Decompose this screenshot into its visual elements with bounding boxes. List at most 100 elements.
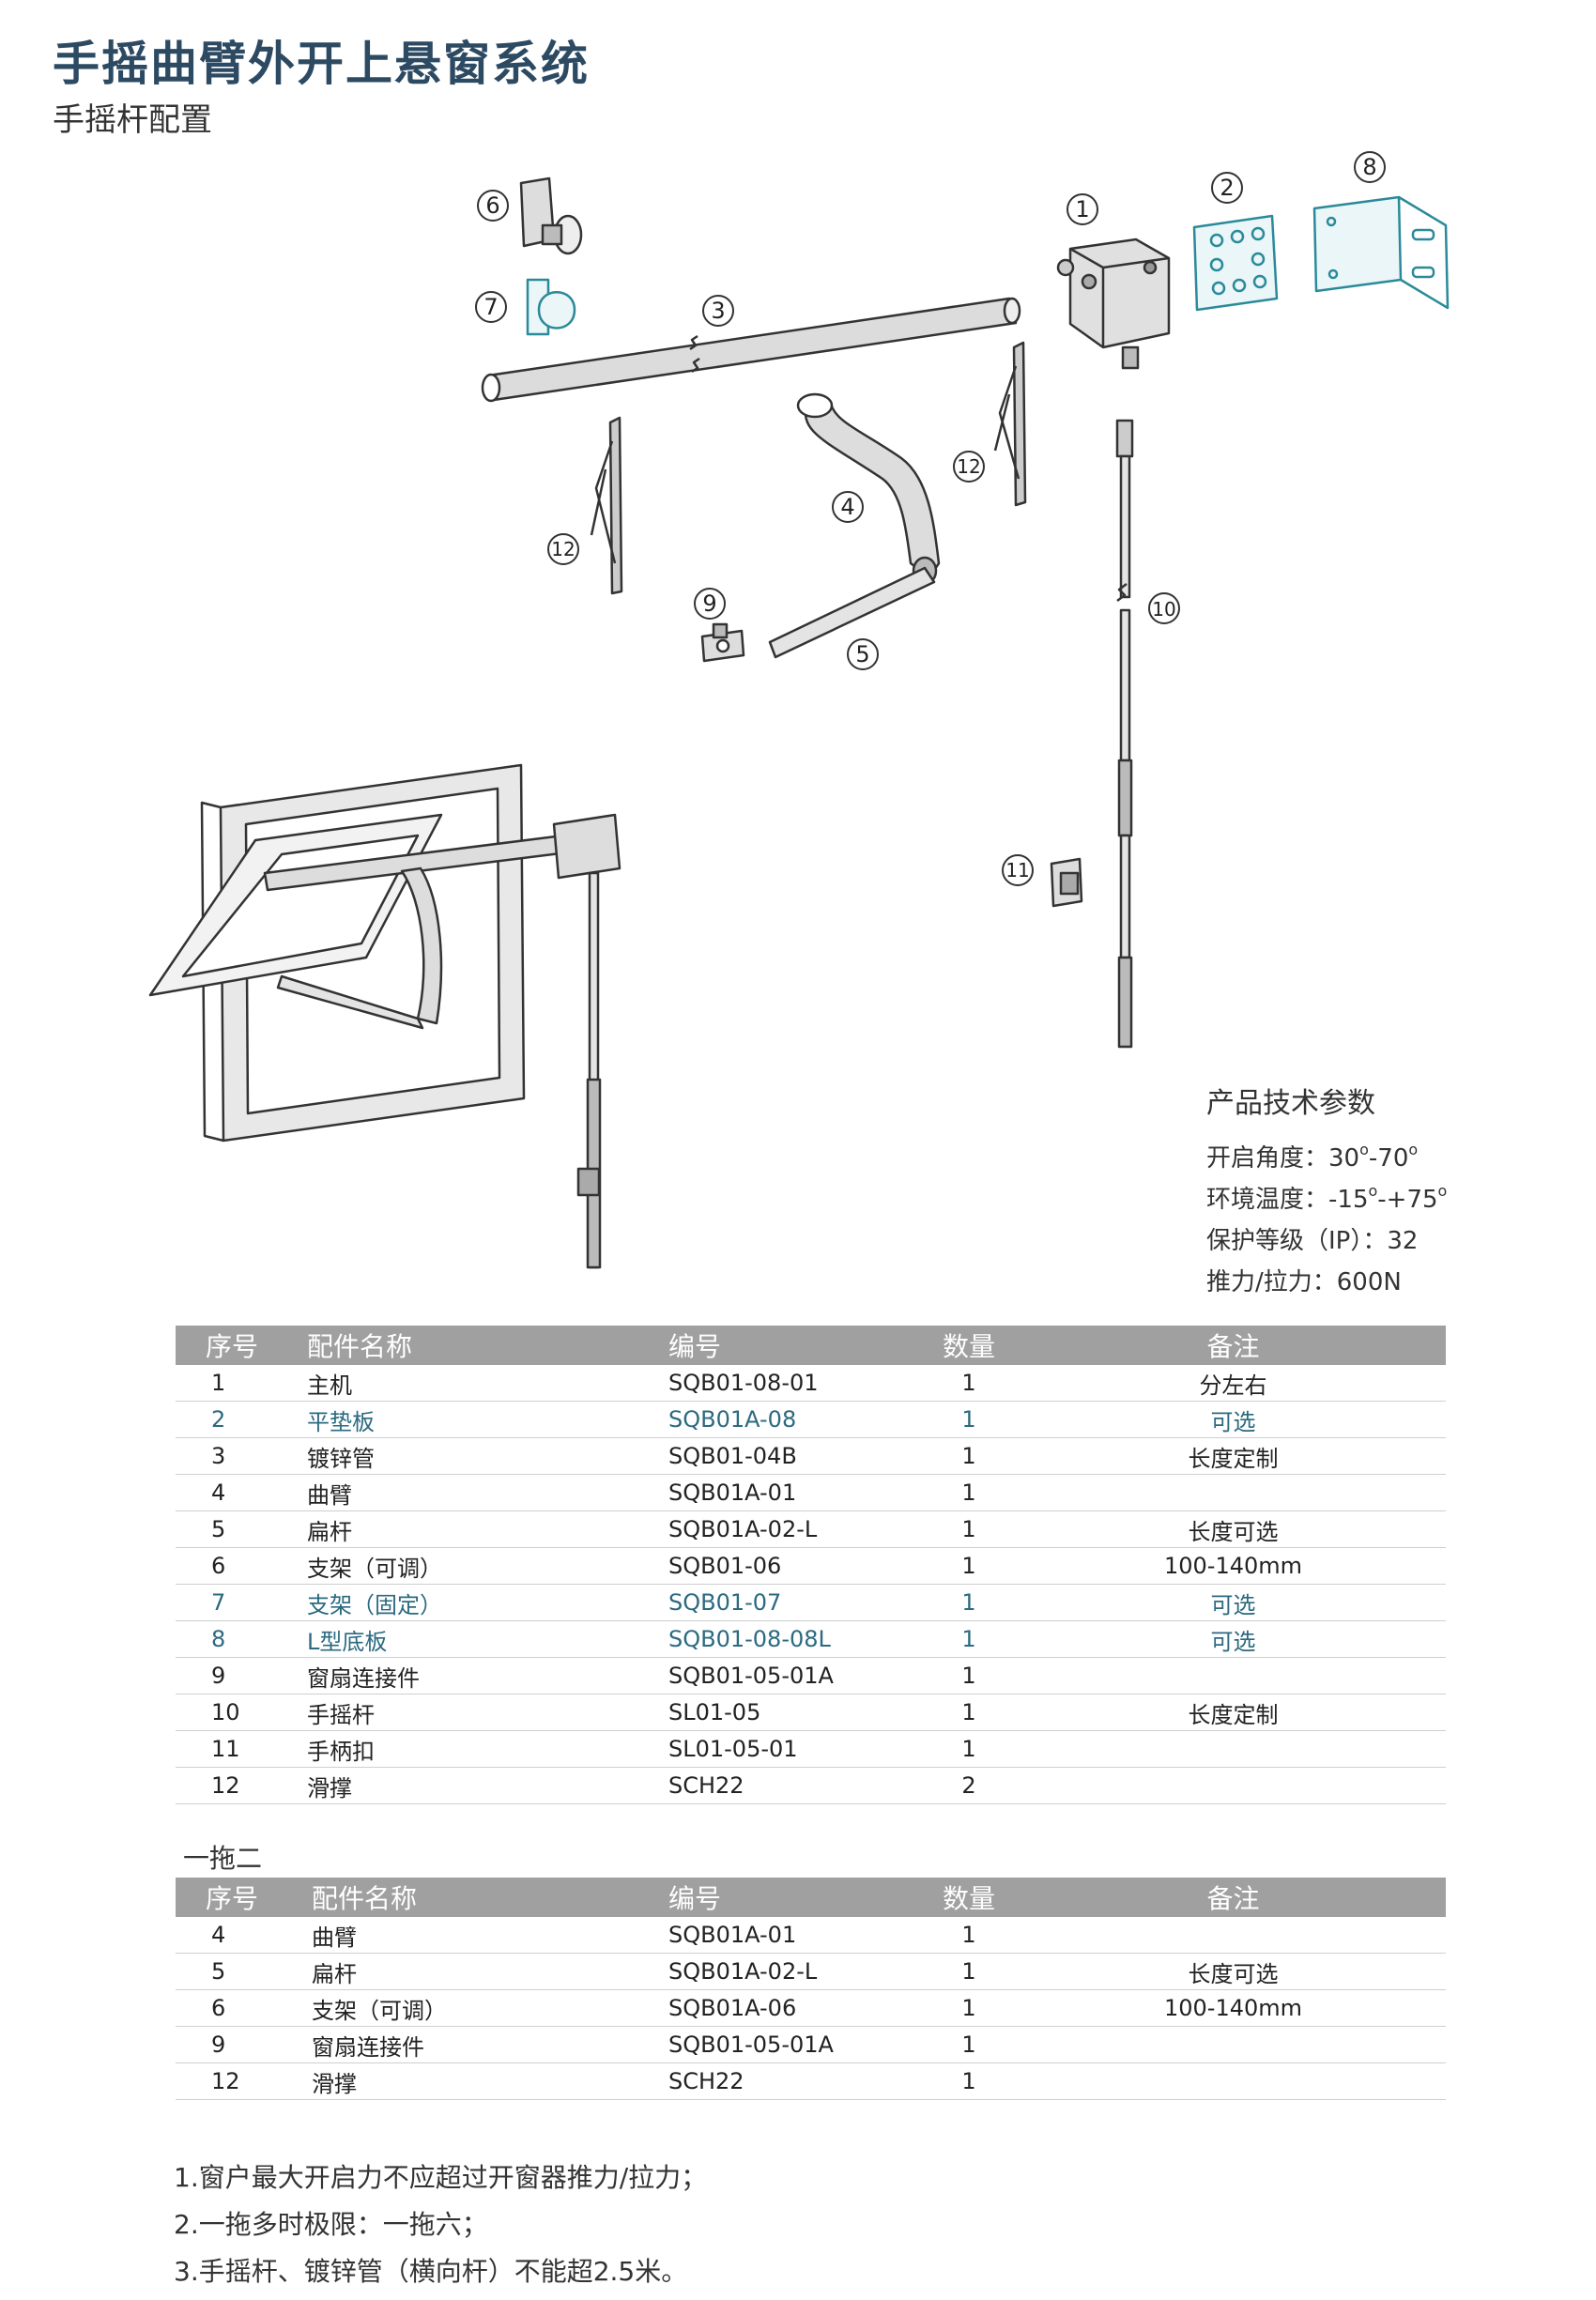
svg-text:7: 7 [483,294,498,320]
cell-no: 2 [176,1401,307,1438]
svg-text:8: 8 [1362,154,1376,180]
cell-code: SQB01A-01 [668,1917,917,1954]
tech-specs: 产品技术参数 开启角度：30o-70o 环境温度：-15o-+75o 保护等级（… [1206,1080,1447,1303]
cell-name: 手摇杆 [307,1694,668,1731]
cell-code: SQB01-08-08L [668,1620,917,1658]
cell-qty: 1 [917,1437,1021,1475]
cell-name: L型底板 [307,1620,668,1658]
note-3: 3.手摇杆、镀锌管（横向杆）不能超2.5米。 [174,2256,688,2287]
part-flat-plate [1192,214,1279,312]
cell-no: 12 [176,2062,312,2100]
table-header: 序号 配件名称 编号 数量 备注 [176,1878,1446,1917]
cell-no: 7 [176,1584,307,1621]
cell-qty: 1 [917,1620,1021,1658]
svg-text:10: 10 [1152,598,1175,621]
part-l-plate [1312,195,1450,310]
cell-no: 3 [176,1437,307,1475]
specs-title: 产品技术参数 [1206,1087,1375,1120]
cell-note: 长度可选 [1021,1510,1446,1548]
cell-code: SQB01A-08 [668,1401,917,1438]
cell-code: SQB01-05-01A [668,1657,917,1694]
cell-name: 主机 [307,1365,668,1402]
svg-text:6: 6 [485,192,499,219]
callout-3: 3 [702,295,734,327]
part-bracket-adjustable [519,176,583,255]
cell-name: 曲臂 [307,1474,668,1511]
cell-code: SL01-05 [668,1694,917,1731]
cell-no: 9 [176,1657,307,1694]
cell-code: SCH22 [668,2062,917,2100]
header-name: 配件名称 [307,1326,668,1365]
cell-code: SQB01-05-01A [668,2026,917,2063]
callout-2: 2 [1211,172,1243,204]
cell-note [1021,2026,1446,2063]
cell-no: 8 [176,1620,307,1658]
cell-note [1021,1657,1446,1694]
callout-11: 11 [1002,854,1034,886]
assembled-window [148,763,622,1269]
cell-code: SQB01-08-01 [668,1365,917,1402]
svg-text:5: 5 [855,641,869,667]
cell-no: 9 [176,2026,312,2063]
header-code: 编号 [668,1878,917,1917]
header-name: 配件名称 [312,1878,668,1917]
callout-8: 8 [1354,151,1386,183]
callout-9: 9 [694,588,726,620]
cell-note [1021,1767,1446,1804]
callout-7: 7 [475,291,507,323]
cell-code: SQB01A-06 [668,1989,917,2027]
cell-note [1021,1917,1446,1954]
note-2: 2.一拖多时极限：一拖六； [174,2209,488,2240]
cell-name: 滑撑 [312,2062,668,2100]
cell-qty: 1 [917,1584,1021,1621]
spec-force: 推力/拉力：600N [1206,1268,1402,1296]
svg-text:12: 12 [957,455,980,478]
cell-code: SL01-05-01 [668,1730,917,1768]
cell-name: 平垫板 [307,1401,668,1438]
svg-text:9: 9 [702,590,716,617]
header-note: 备注 [1021,1878,1446,1917]
cell-note: 长度可选 [1021,1953,1446,1990]
cell-note: 长度定制 [1021,1437,1446,1475]
header-note: 备注 [1021,1326,1446,1365]
svg-text:11: 11 [1005,859,1029,882]
notes: 1.窗户最大开启力不应超过开窗器推力/拉力； 2.一拖多时极限：一拖六； 3.手… [174,2154,707,2295]
cell-name: 窗扇连接件 [312,2026,668,2063]
cell-no: 1 [176,1365,307,1402]
cell-name: 支架（可调） [312,1989,668,2027]
part-flat-bar [768,566,936,659]
cell-note [1021,1474,1446,1511]
cell-no: 12 [176,1767,307,1804]
header-no: 序号 [176,1326,307,1365]
part-friction-stay-left [590,416,623,595]
cell-name: 扁杆 [312,1953,668,1990]
callout-5: 5 [847,638,879,670]
cell-qty: 1 [917,1730,1021,1768]
header-no: 序号 [176,1878,312,1917]
cell-qty: 1 [917,1401,1021,1438]
callout-6: 6 [477,190,509,222]
cell-no: 6 [176,1547,307,1585]
cell-name: 支架（固定） [307,1584,668,1621]
cell-name: 滑撑 [307,1767,668,1804]
page-title: 手摇曲臂外开上悬窗系统 [53,37,590,91]
header-qty: 数量 [917,1326,1021,1365]
cell-no: 5 [176,1510,307,1548]
header-code: 编号 [668,1326,917,1365]
part-handle-clip [1050,857,1083,908]
cell-code: SQB01A-02-L [668,1510,917,1548]
cell-note [1021,2062,1446,2100]
cell-code: SQB01A-02-L [668,1953,917,1990]
part-crank-rod [1115,419,1134,1049]
